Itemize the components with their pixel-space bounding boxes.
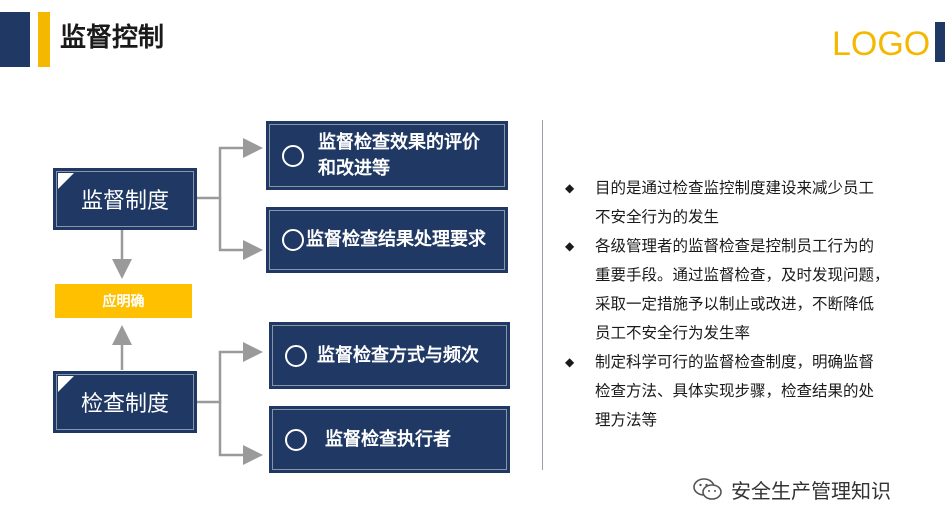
circle-icon [282,144,304,167]
corner-fold [58,376,74,392]
footer-watermark: 安全生产管理知识 [693,474,891,504]
diamond-icon: ◆ [565,181,575,195]
node-inspection-system: 检查制度 [53,371,197,433]
connector-top-branch-2 [218,198,263,260]
logo: LOGO [832,25,931,63]
diamond-icon: ◆ [565,355,575,369]
bullet-line: 采取一定措施予以制止或改进，不断降低 [595,295,875,313]
bullet-line: 目的是通过检查监控制度建设来减少员工 [595,179,875,197]
connector-bottom-branch [197,342,263,404]
node-label: 监督制度 [80,189,169,214]
footer-text: 安全生产管理知识 [731,478,891,503]
wechat-icon [693,478,722,500]
node-line1: 监督检查方式与频次 [317,344,479,366]
bullet-line: 各级管理者的监督检查是控制员工行为的 [595,237,875,255]
bullet-line: 检查方法、具体实现步骤，检查结果的处 [595,382,875,400]
corner-fold [58,173,74,189]
node-evaluation: 监督检查效果的评价 和改进等 [266,121,508,190]
bullet-line: 员工不安全行为发生率 [595,324,751,342]
header-accent-bar [38,12,50,67]
bullet-line: 不安全行为的发生 [595,208,720,226]
node-line2: 和改进等 [318,157,390,179]
connector-bottom-branch-2 [218,402,263,465]
circle-icon [282,229,304,251]
bullet-list: ◆ 目的是通过检查监控制度建设来减少员工 不安全行为的发生 ◆ 各级管理者的监督… [565,174,905,435]
bullet-line: 理方法等 [595,411,658,429]
bullet-item: ◆ 目的是通过检查监控制度建设来减少员工 不安全行为的发生 [565,174,905,232]
connector-top-branch [197,138,263,200]
header-right-bar [935,22,945,62]
node-line1: 监督检查效果的评价 [318,131,480,153]
vertical-divider [542,120,543,470]
circle-icon [285,344,307,367]
bullet-item: ◆ 制定科学可行的监督检查制度，明确监督 检查方法、具体实现步骤，检查结果的处 … [565,348,905,435]
bullet-line: 制定科学可行的监督检查制度，明确监督 [595,353,875,371]
bullet-line: 重要手段。通过监督检查，及时发现问题， [595,266,890,284]
diamond-icon: ◆ [565,239,575,253]
node-line1: 监督检查结果处理要求 [306,229,486,250]
node-label: 检查制度 [80,392,169,417]
node-method-frequency: 监督检查方式与频次 [269,322,510,389]
node-line1: 监督检查执行者 [325,428,451,450]
header-left-bar [0,12,30,67]
page-title: 监督控制 [60,23,165,53]
middle-label: 应明确 [55,284,192,318]
node-executor: 监督检查执行者 [269,406,510,473]
bullet-item: ◆ 各级管理者的监督检查是控制员工行为的 重要手段。通过监督检查，及时发现问题，… [565,232,905,348]
node-supervision-system: 监督制度 [53,168,197,230]
circle-icon [285,428,307,451]
node-result-handling: 监督检查结果处理要求 [266,207,508,273]
